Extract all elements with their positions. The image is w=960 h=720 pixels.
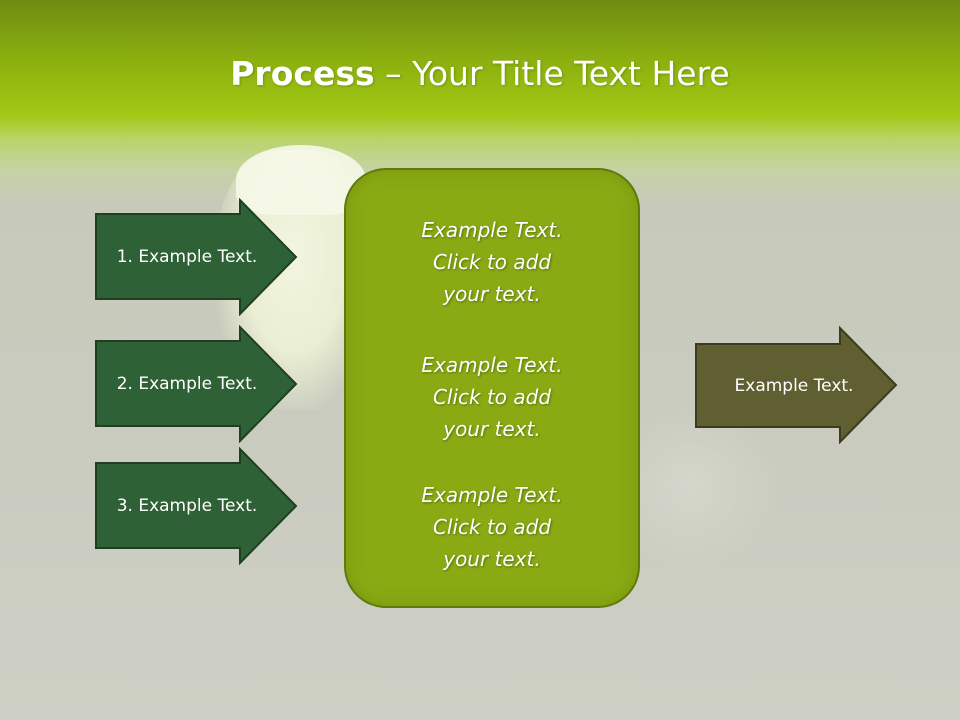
center-text-line: your text.: [443, 547, 541, 571]
center-text-line: your text.: [443, 417, 541, 441]
center-text-line: Click to add: [432, 385, 552, 409]
left-arrow-3-label: 3. Example Text.: [116, 495, 258, 516]
left-arrow-1-label: 1. Example Text.: [116, 246, 258, 267]
left-arrow-3[interactable]: 3. Example Text.: [94, 447, 300, 565]
center-text-line: Example Text.: [421, 483, 563, 507]
left-arrow-1[interactable]: 1. Example Text.: [94, 198, 300, 316]
arrow-shape: [95, 447, 298, 565]
right-arrow[interactable]: Example Text.: [694, 326, 900, 444]
left-arrow-2[interactable]: 2. Example Text.: [94, 325, 300, 443]
center-text-line: Click to add: [432, 250, 552, 274]
title-rest: – Your Title Text Here: [374, 54, 730, 93]
center-text-line: Example Text.: [421, 353, 563, 377]
center-text-block-3[interactable]: Example Text. Click to add your text.: [346, 479, 638, 575]
title-bold: Process: [230, 54, 375, 93]
left-arrow-2-label: 2. Example Text.: [116, 373, 258, 394]
slide-title[interactable]: Process – Your Title Text Here: [0, 52, 960, 96]
arrow-shape: [95, 325, 298, 443]
arrow-shape: [695, 326, 898, 444]
center-text-line: your text.: [443, 282, 541, 306]
right-arrow-label: Example Text.: [734, 375, 854, 396]
center-text-block-2[interactable]: Example Text. Click to add your text.: [346, 349, 638, 445]
center-text-line: Example Text.: [421, 218, 563, 242]
center-process-box[interactable]: Example Text. Click to add your text. Ex…: [344, 168, 640, 608]
center-text-block-1[interactable]: Example Text. Click to add your text.: [346, 214, 638, 310]
center-text-line: Click to add: [432, 515, 552, 539]
arrow-shape: [95, 198, 298, 316]
